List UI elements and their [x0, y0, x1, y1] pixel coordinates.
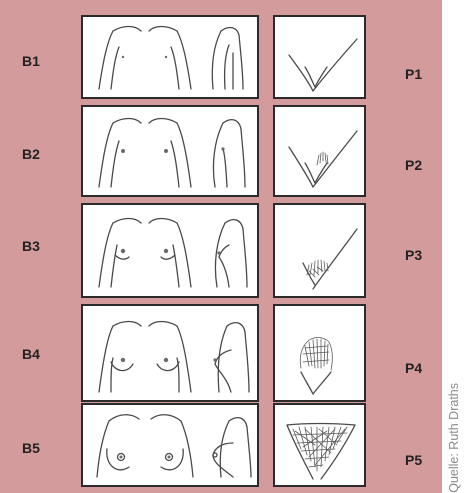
b3-drawing: [83, 205, 257, 296]
source-credit: Quelle: Ruth Draths: [442, 0, 465, 493]
p3-drawing: [275, 205, 364, 296]
b1-drawing: [83, 17, 257, 97]
b2-drawing: [83, 107, 257, 195]
label-p1: P1: [405, 66, 422, 82]
panel-p5: [273, 403, 366, 487]
panel-p4: [273, 304, 366, 402]
label-p5: P5: [405, 452, 422, 468]
panel-b3: [81, 203, 259, 298]
panel-b4: [81, 304, 259, 402]
credit-text: Quelle: Ruth Draths: [447, 377, 461, 493]
label-b5: B5: [22, 440, 40, 456]
label-b3: B3: [22, 238, 40, 254]
panel-b5: [81, 403, 259, 487]
p5-drawing: [275, 405, 364, 485]
p4-drawing: [275, 306, 364, 400]
label-p3: P3: [405, 247, 422, 263]
label-p2: P2: [405, 157, 422, 173]
b5-drawing: [83, 405, 257, 485]
label-b1: B1: [22, 53, 40, 69]
panel-p1: [273, 15, 366, 99]
panel-b1: [81, 15, 259, 99]
panel-p3: [273, 203, 366, 298]
label-p4: P4: [405, 360, 422, 376]
label-b2: B2: [22, 146, 40, 162]
panel-p2: [273, 105, 366, 197]
p1-drawing: [275, 17, 364, 97]
b4-drawing: [83, 306, 257, 400]
panel-b2: [81, 105, 259, 197]
p2-drawing: [275, 107, 364, 195]
label-b4: B4: [22, 346, 40, 362]
